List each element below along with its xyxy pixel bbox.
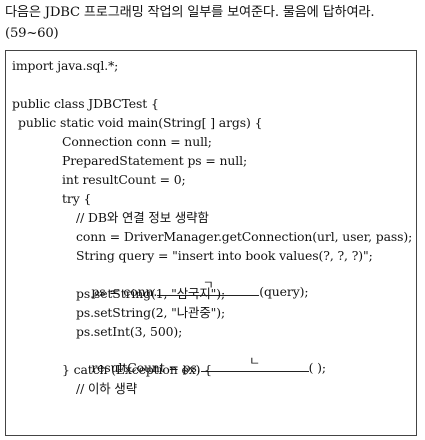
blank-a: ㄱ bbox=[157, 278, 260, 296]
blank-a-mark: ㄱ bbox=[202, 278, 214, 292]
code-execute-suffix: ( ); bbox=[308, 360, 326, 375]
code-line-comment-connection-info: // DB와 연결 정보 생략함 bbox=[76, 210, 209, 225]
blank-b-mark: ㄴ bbox=[249, 354, 261, 368]
code-line-set-int: ps.setInt(3, 500); bbox=[76, 324, 183, 339]
code-line-connection: Connection conn = null; bbox=[62, 134, 212, 149]
code-line-set-string-1: ps.setString(1, "삼국지"); bbox=[76, 286, 226, 301]
blank-b: ㄴ bbox=[200, 354, 309, 372]
code-line-import: import java.sql.*; bbox=[12, 58, 119, 73]
code-box: import java.sql.*; public class JDBCTest… bbox=[5, 50, 417, 436]
question-text: 다음은 JDBC 프로그래밍 작업의 일부를 보여준다. 물음에 답하여라. (… bbox=[5, 5, 375, 41]
code-line-get-connection: conn = DriverManager.getConnection(url, … bbox=[76, 229, 413, 244]
code-line-prepare: ps = conn. ㄱ (query); bbox=[76, 267, 308, 316]
code-line-execute: resultCount = ps. ㄴ ( ); bbox=[76, 343, 326, 392]
code-line-result-count: int resultCount = 0; bbox=[62, 172, 186, 187]
code-line-main: public static void main(String[ ] args) … bbox=[18, 115, 263, 130]
code-prepare-suffix: (query); bbox=[259, 284, 309, 299]
code-line-try: try { bbox=[62, 191, 92, 206]
code-line-set-string-2: ps.setString(2, "나관중"); bbox=[76, 305, 226, 320]
code-execute-prefix: resultCount = ps. bbox=[91, 360, 201, 375]
code-line-query: String query = "insert into book values(… bbox=[76, 248, 373, 263]
code-prepare-prefix: ps = conn. bbox=[91, 284, 158, 299]
code-line-class: public class JDBCTest { bbox=[12, 96, 159, 111]
code-line-comment-omitted: // 이하 생략 bbox=[76, 381, 138, 396]
code-line-prepared-statement: PreparedStatement ps = null; bbox=[62, 153, 248, 168]
code-line-catch: } catch (Exception ex) { bbox=[62, 362, 212, 377]
